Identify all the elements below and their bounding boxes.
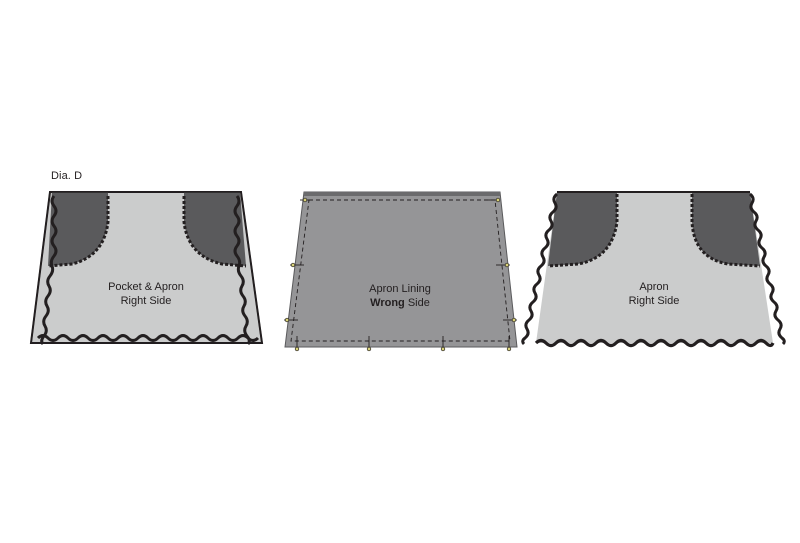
panel-apron-caption: Apron Right Side — [594, 280, 714, 308]
caption-line-1: Apron Lining — [369, 283, 431, 295]
apron3-ric-rac-bottom — [534, 338, 775, 348]
caption-line-2: Wrong Side — [340, 296, 460, 310]
ric-rac-left-edge — [40, 195, 58, 346]
ric-rac-pocket-right — [182, 196, 247, 268]
lining-body — [284, 191, 518, 348]
caption-line-2: Right Side — [120, 295, 172, 307]
apron3-ric-rac-right-side — [749, 192, 786, 346]
lining-top-shadow — [304, 192, 500, 196]
pocket-left-dark — [48, 192, 108, 266]
apron3-pocket-right-dark — [692, 192, 760, 266]
apron-outline — [30, 191, 263, 344]
pocket-right-dark — [184, 192, 246, 266]
ric-rac-pocket-left — [47, 196, 110, 268]
panel-apron — [521, 191, 786, 348]
ric-rac-right-edge — [233, 195, 251, 346]
apron3-ric-rac-left-side — [521, 192, 558, 346]
panel-apron-lining — [284, 191, 518, 352]
caption-line-2: Right Side — [628, 295, 680, 307]
pin-heads — [284, 197, 517, 352]
apron3-pocket-left-dark — [548, 192, 617, 266]
figure-label: Dia. D — [51, 170, 83, 182]
panel-pocket-apron — [29, 191, 264, 346]
apron3-ric-rac-right-curve — [690, 194, 761, 268]
panel-apron-lining-caption: Apron Lining Wrong Side — [340, 282, 460, 310]
caption-bold-word: Wrong — [370, 297, 405, 309]
caption-line-1: Pocket & Apron — [108, 281, 184, 293]
panel-pocket-apron-caption: Pocket & Apron Right Side — [86, 280, 206, 308]
caption-line-1: Apron — [639, 281, 669, 293]
ric-rac-bottom-edge — [36, 334, 260, 342]
caption-rest: Side — [404, 297, 430, 309]
